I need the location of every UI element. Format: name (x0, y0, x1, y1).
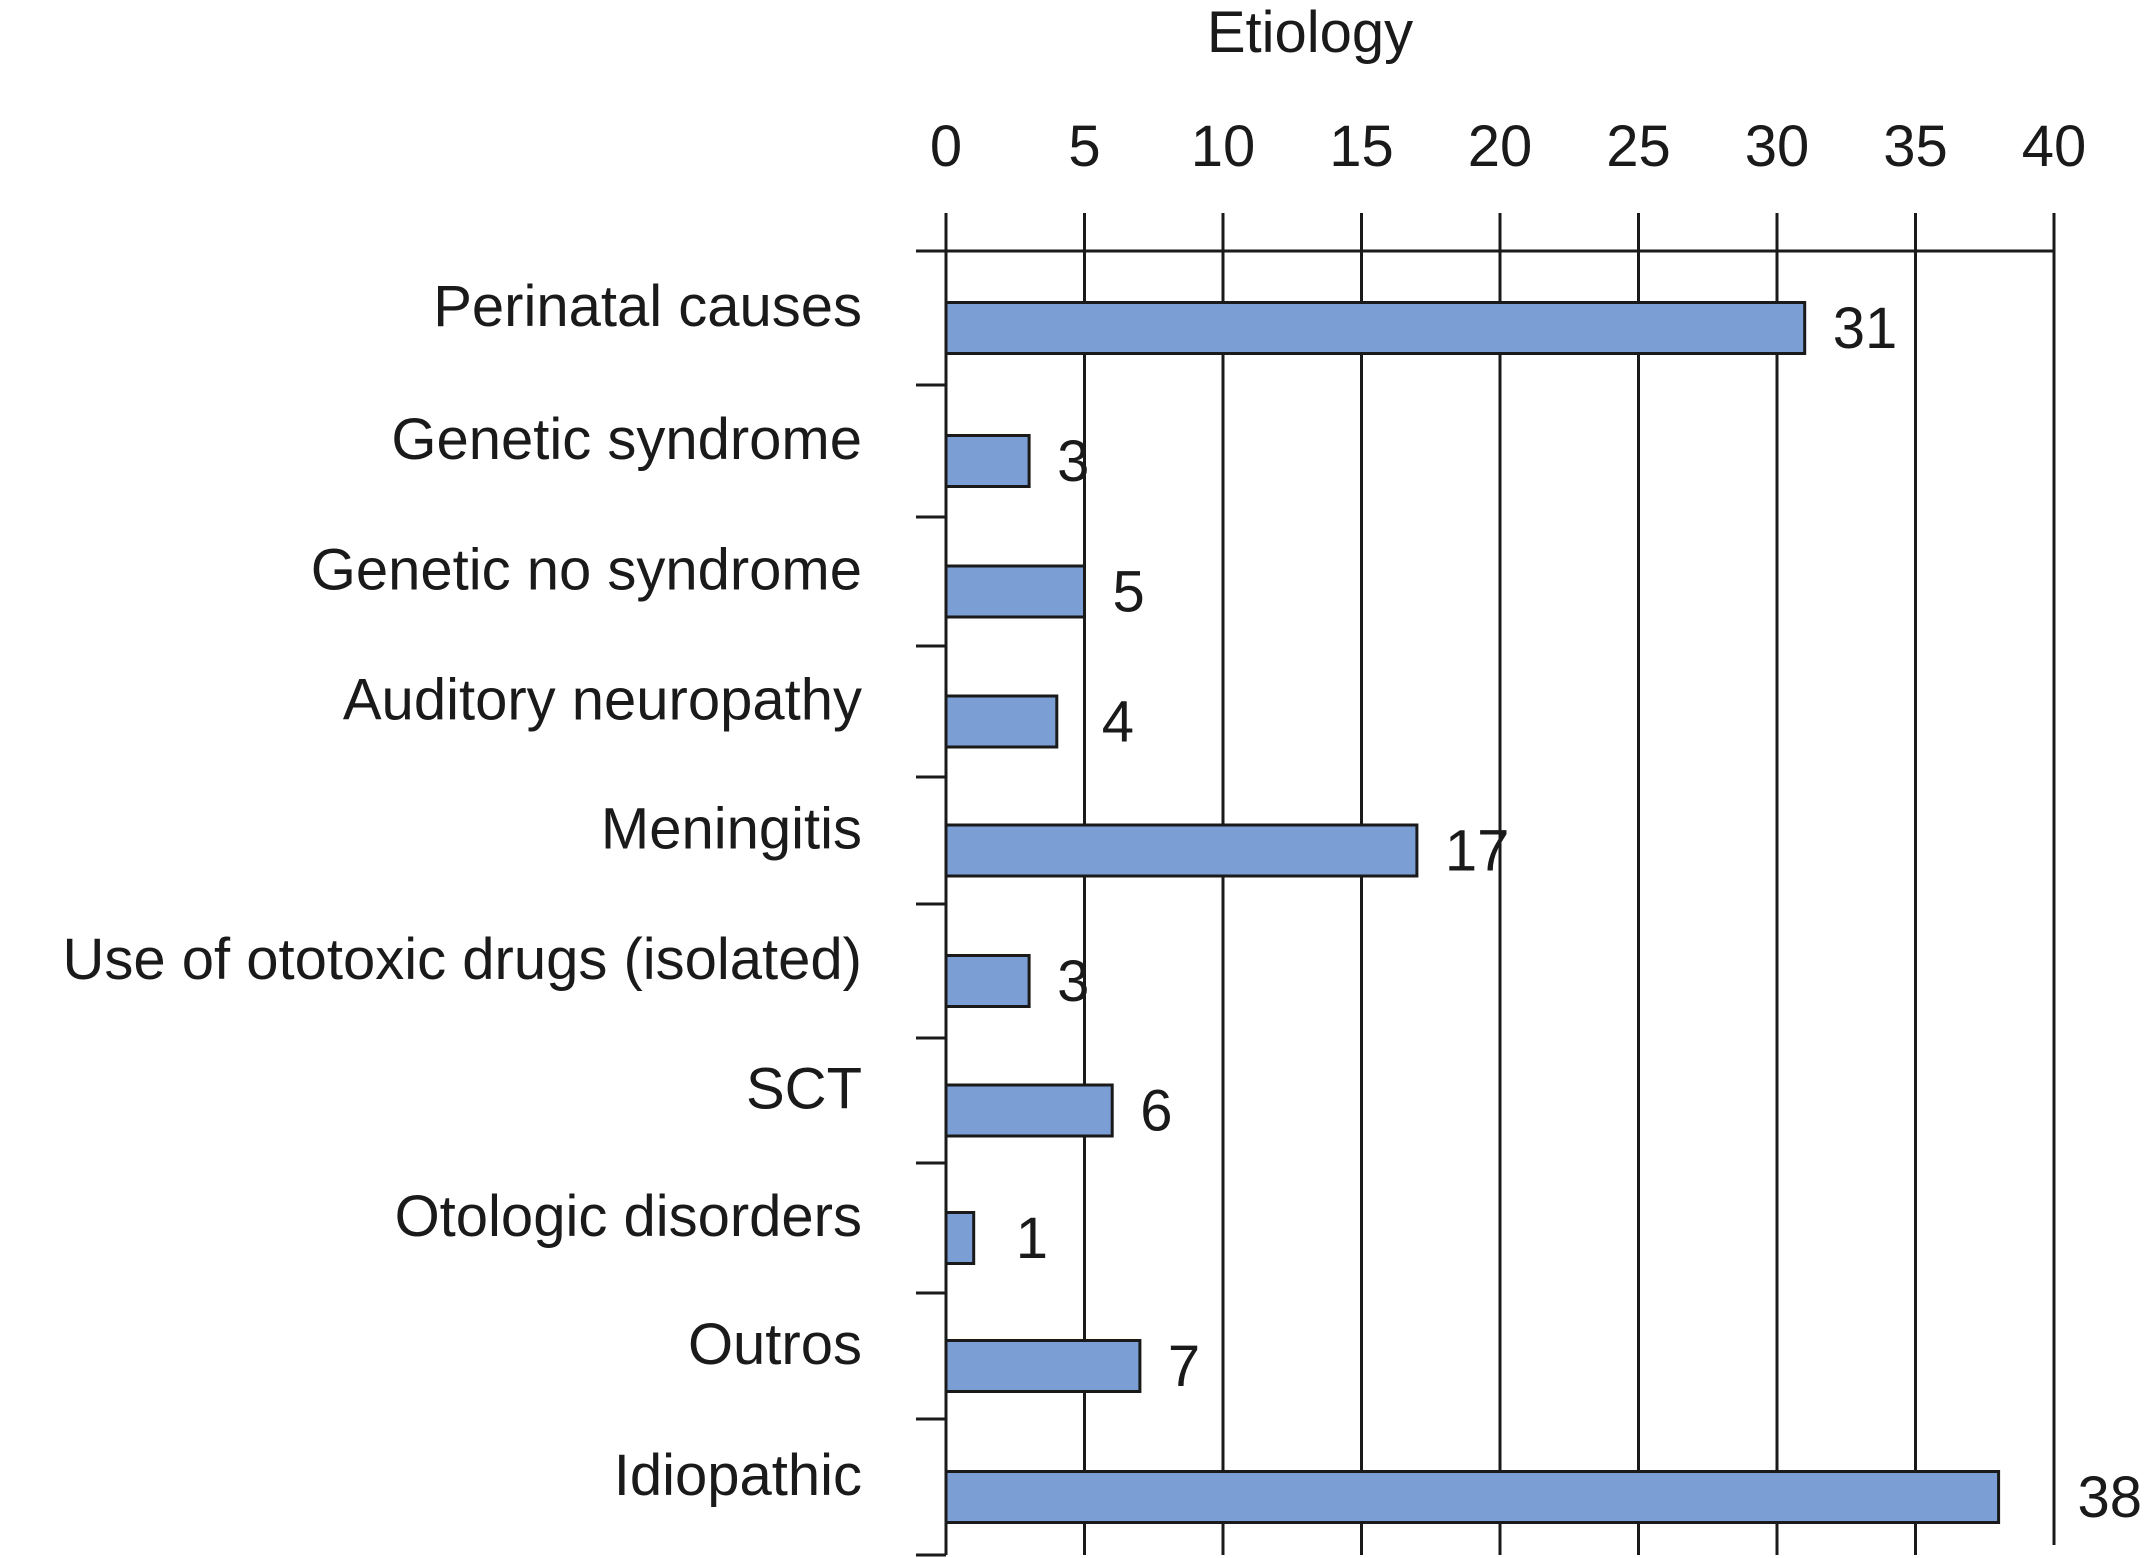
bar (944, 434, 1031, 488)
category-label: Use of ototoxic drugs (isolated) (63, 927, 862, 992)
bar (944, 1470, 2001, 1524)
value-label: 31 (1833, 296, 1898, 361)
bar (944, 694, 1059, 749)
value-label: 6 (1140, 1079, 1172, 1144)
x-tick-label: 25 (1606, 114, 1671, 179)
gridlines (944, 213, 2056, 1555)
x-tick-label: 10 (1191, 114, 1256, 179)
value-label: 17 (1445, 819, 1510, 884)
x-tick-label: 20 (1468, 114, 1533, 179)
value-label: 3 (1057, 949, 1089, 1014)
x-tick-label: 40 (2022, 114, 2087, 179)
category-label: Genetic no syndrome (311, 538, 862, 603)
x-tick-label: 35 (1883, 114, 1948, 179)
bar (944, 823, 1419, 878)
bar (944, 564, 1086, 619)
x-tick-label: 5 (1068, 114, 1100, 179)
value-label: 38 (2077, 1465, 2142, 1530)
value-label: 7 (1168, 1334, 1200, 1399)
value-label: 1 (1016, 1206, 1048, 1271)
category-label: SCT (746, 1057, 862, 1122)
bar (944, 1083, 1114, 1138)
category-label: Auditory neuropathy (343, 668, 862, 733)
category-label: Perinatal causes (433, 274, 862, 339)
chart-title: Etiology (1207, 0, 1413, 65)
category-label: Meningitis (601, 797, 862, 862)
bar (944, 954, 1031, 1008)
value-label: 3 (1057, 429, 1089, 494)
bar (944, 1211, 976, 1265)
category-label: Outros (688, 1312, 862, 1377)
bar (944, 301, 1807, 355)
category-label: Genetic syndrome (391, 407, 862, 472)
bar (944, 1339, 1142, 1393)
category-label: Idiopathic (614, 1443, 862, 1508)
value-label: 5 (1113, 560, 1145, 625)
x-tick-label: 0 (930, 114, 962, 179)
bars (944, 301, 2001, 1524)
x-tick-label: 15 (1329, 114, 1394, 179)
value-label: 4 (1102, 690, 1134, 755)
x-tick-label: 30 (1745, 114, 1810, 179)
category-label: Otologic disorders (395, 1184, 862, 1249)
